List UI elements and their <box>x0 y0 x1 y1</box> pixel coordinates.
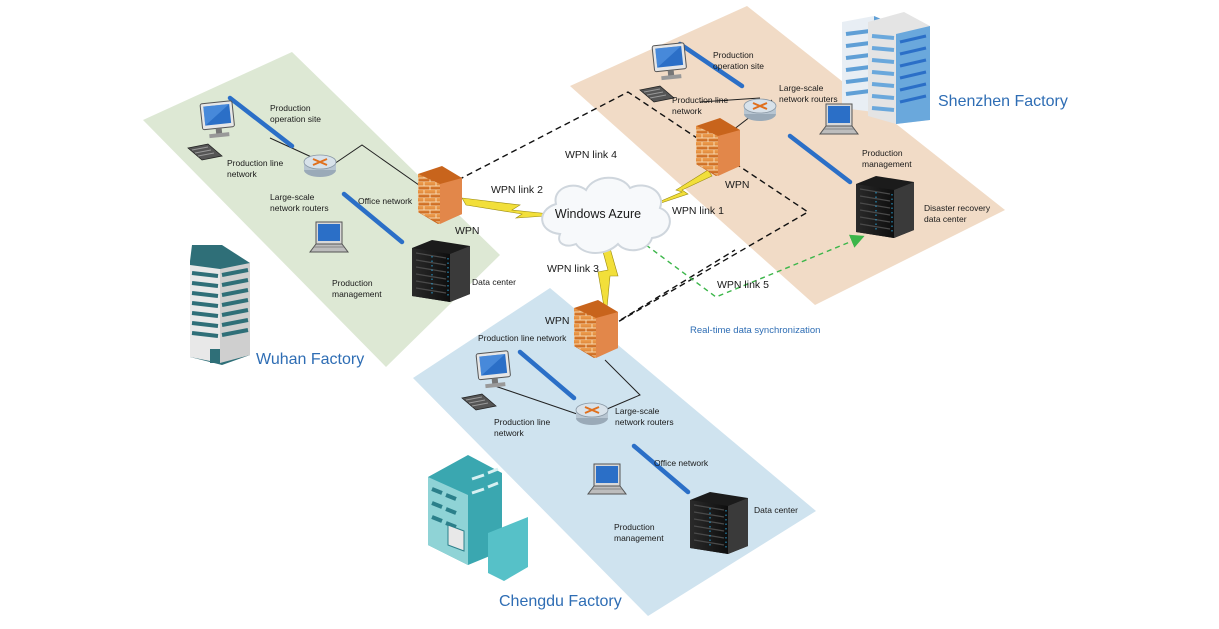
chengdu-factory-label: Chengdu Factory <box>499 593 622 610</box>
cable-icon <box>227 95 295 149</box>
firewall-icon[interactable] <box>418 166 462 224</box>
wuhan-wpn-label: WPN <box>455 225 480 237</box>
wpn-dashed-links <box>457 91 810 331</box>
wuhan-office-network-label: Office network <box>358 196 413 206</box>
wuhan-production-mgmt-label: Production management <box>332 278 382 299</box>
cable-icon <box>341 191 405 245</box>
building-icon <box>428 455 528 581</box>
cable-icon <box>631 443 691 495</box>
wpn-link-3-label: WPN link 3 <box>547 263 599 275</box>
wuhan-zone <box>143 52 500 367</box>
lightning-link-1 <box>639 169 713 211</box>
wpn-link-4-line <box>457 91 810 331</box>
lightning-link-2 <box>461 197 561 219</box>
wuhan-data-center-label: Data center <box>472 277 516 287</box>
server-rack-icon <box>855 175 915 239</box>
shenzhen-factory-label: Shenzhen Factory <box>938 93 1068 110</box>
router-icon[interactable] <box>575 402 609 426</box>
wuhan-production-site-label: Production operation site <box>270 103 321 124</box>
chengdu-production-mgmt-label: Production management <box>614 522 664 543</box>
shenzhen-dr-center-label: Disaster recovery data center <box>924 203 993 224</box>
shenzhen-wpn-label: WPN <box>725 179 750 191</box>
wpn-link-1-label: WPN link 1 <box>672 205 724 217</box>
chengdu-data-center-label: Data center <box>754 505 798 515</box>
chengdu-production-line-label: Production line network <box>494 417 553 438</box>
router-icon[interactable] <box>743 98 777 122</box>
cloud-icon[interactable] <box>541 176 671 254</box>
building-icon <box>842 12 930 124</box>
chengdu-office-network-label: Office network <box>654 458 709 468</box>
sync-label: Real-time data synchronization <box>690 325 820 336</box>
router-icon[interactable] <box>303 154 337 178</box>
cable-icon <box>517 349 577 401</box>
laptop-icon <box>587 463 627 495</box>
chengdu-routers-label: Large-scale network routers <box>615 406 674 427</box>
shenzhen-production-line-label: Production line network <box>672 95 731 116</box>
chengdu-production-line-top-label: Production line network <box>478 333 567 343</box>
chengdu-wpn-label: WPN <box>545 315 570 327</box>
wpn-link-2-label: WPN link 2 <box>491 184 543 196</box>
server-rack-icon <box>689 491 749 555</box>
laptop-icon <box>309 221 349 253</box>
firewall-icon[interactable] <box>574 300 618 358</box>
shenzhen-production-site-label: Production operation site <box>713 50 764 71</box>
sync-arrow[interactable] <box>645 234 865 298</box>
wpn-link-5-line <box>603 249 736 331</box>
shenzhen-production-mgmt-label: Production management <box>862 148 912 169</box>
shenzhen-zone <box>570 6 1005 305</box>
wpn-link-4-label: WPN link 4 <box>565 149 617 161</box>
shenzhen-routers-label: Large-scale network routers <box>779 83 838 104</box>
network-cables <box>227 41 853 495</box>
lightning-link-3 <box>597 247 619 319</box>
laptop-icon <box>819 103 859 135</box>
wuhan-routers-label: Large-scale network routers <box>270 192 329 213</box>
firewall-icon[interactable] <box>696 118 740 176</box>
cable-icon <box>677 41 745 89</box>
wpn-link-5-label: WPN link 5 <box>717 279 769 291</box>
server-rack-icon <box>411 239 471 303</box>
building-icon <box>190 245 250 365</box>
wuhan-factory-label: Wuhan Factory <box>256 351 364 368</box>
wuhan-production-line-label: Production line network <box>227 158 286 179</box>
lightning-links <box>461 169 713 319</box>
cloud-label: Windows Azure <box>555 207 641 221</box>
cable-icon <box>787 133 853 185</box>
